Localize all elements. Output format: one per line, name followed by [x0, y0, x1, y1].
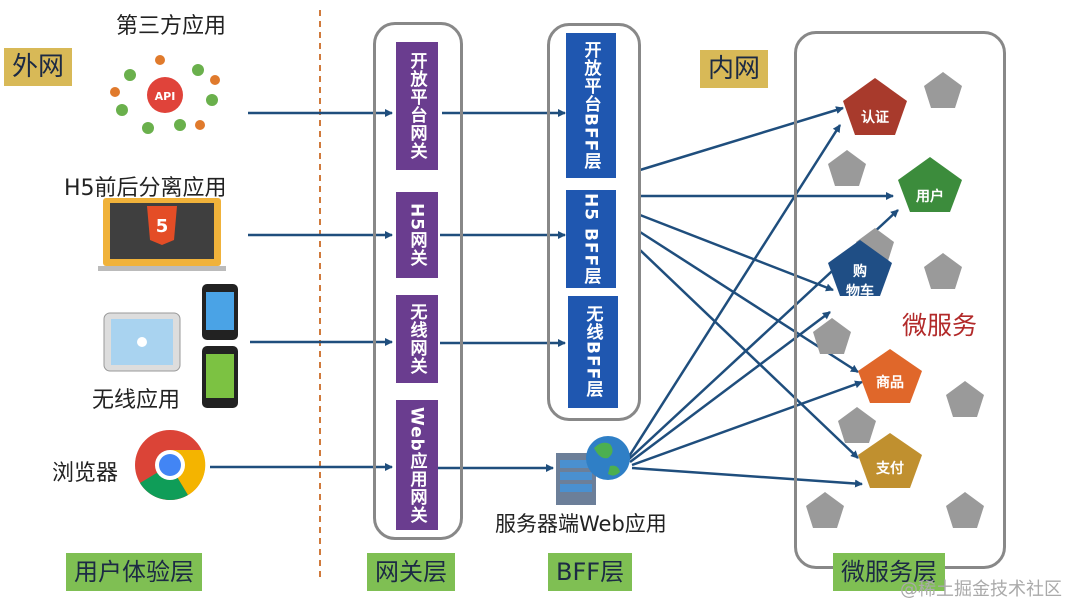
arrow [639, 106, 844, 172]
service-cart-line2: 物车 [846, 284, 874, 300]
layer-user-experience: 用户体验层 [66, 553, 202, 591]
arrow [626, 124, 842, 459]
gateway-open-platform: 开放平台网关 [396, 42, 438, 170]
bff-group [547, 23, 641, 421]
layer-bff: BFF层 [548, 553, 633, 591]
watermark: @稀土掘金技术社区 [900, 579, 1062, 600]
gray-pentagon [806, 492, 844, 528]
service-cart-shape [828, 240, 892, 296]
service-product: 商品 [876, 375, 904, 391]
svg-text:5: 5 [156, 216, 169, 237]
microservices-title: 微服务 [902, 311, 978, 340]
service-auth-shape [843, 78, 907, 135]
gray-pentagon [946, 492, 984, 528]
service-payment-shape [858, 433, 922, 488]
gateway-group [373, 22, 463, 540]
gray-pentagon [924, 72, 962, 108]
bff-h5: H5 BFF层 [566, 190, 616, 288]
zone-label-outer: 外网 [4, 48, 73, 86]
gateway-h5: H5网关 [396, 192, 438, 278]
layer-microservice: 微服务层 [833, 553, 945, 591]
service-auth: 认证 [861, 110, 889, 126]
arrow [631, 380, 863, 467]
bff-wireless: 无线BFF层 [568, 296, 618, 408]
service-cart: 购 物车 [820, 262, 900, 302]
service-user: 用户 [916, 189, 944, 205]
gray-pentagon [813, 318, 851, 354]
service-user-shape [898, 157, 962, 212]
gateway-web-app: Web应用网关 [396, 400, 438, 530]
h5-laptop-icon: 5 [98, 198, 226, 271]
zone-label-inner: 内网 [700, 50, 769, 88]
arrow [631, 466, 863, 488]
layer-gateway: 网关层 [367, 553, 455, 591]
service-product-shape [858, 349, 922, 403]
service-payment: 支付 [876, 461, 904, 477]
service-cart-line1: 购 [853, 264, 867, 280]
wireless-devices-icon [103, 284, 238, 408]
client-h5-label: H5前后分离应用 [64, 176, 227, 201]
server-globe-icon [556, 436, 630, 505]
gray-pentagon [924, 253, 962, 289]
svg-text:API: API [155, 90, 176, 103]
gray-pentagon [838, 407, 876, 443]
arrow [639, 213, 834, 292]
gray-pentagon [828, 150, 866, 186]
bff-open-platform: 开放平台BFF层 [566, 33, 616, 178]
api-ecosystem-icon: API [110, 55, 220, 134]
chrome-browser-icon [135, 430, 206, 500]
service-pentagons [828, 78, 962, 488]
client-wireless-label: 无线应用 [92, 388, 181, 413]
gray-pentagon [946, 381, 984, 417]
arrow [639, 249, 859, 459]
server-web-app-label: 服务器端Web应用 [495, 512, 667, 536]
gateway-wireless: 无线网关 [396, 295, 438, 383]
client-third-party-label: 第三方应用 [116, 14, 227, 39]
client-browser-label: 浏览器 [52, 461, 119, 486]
